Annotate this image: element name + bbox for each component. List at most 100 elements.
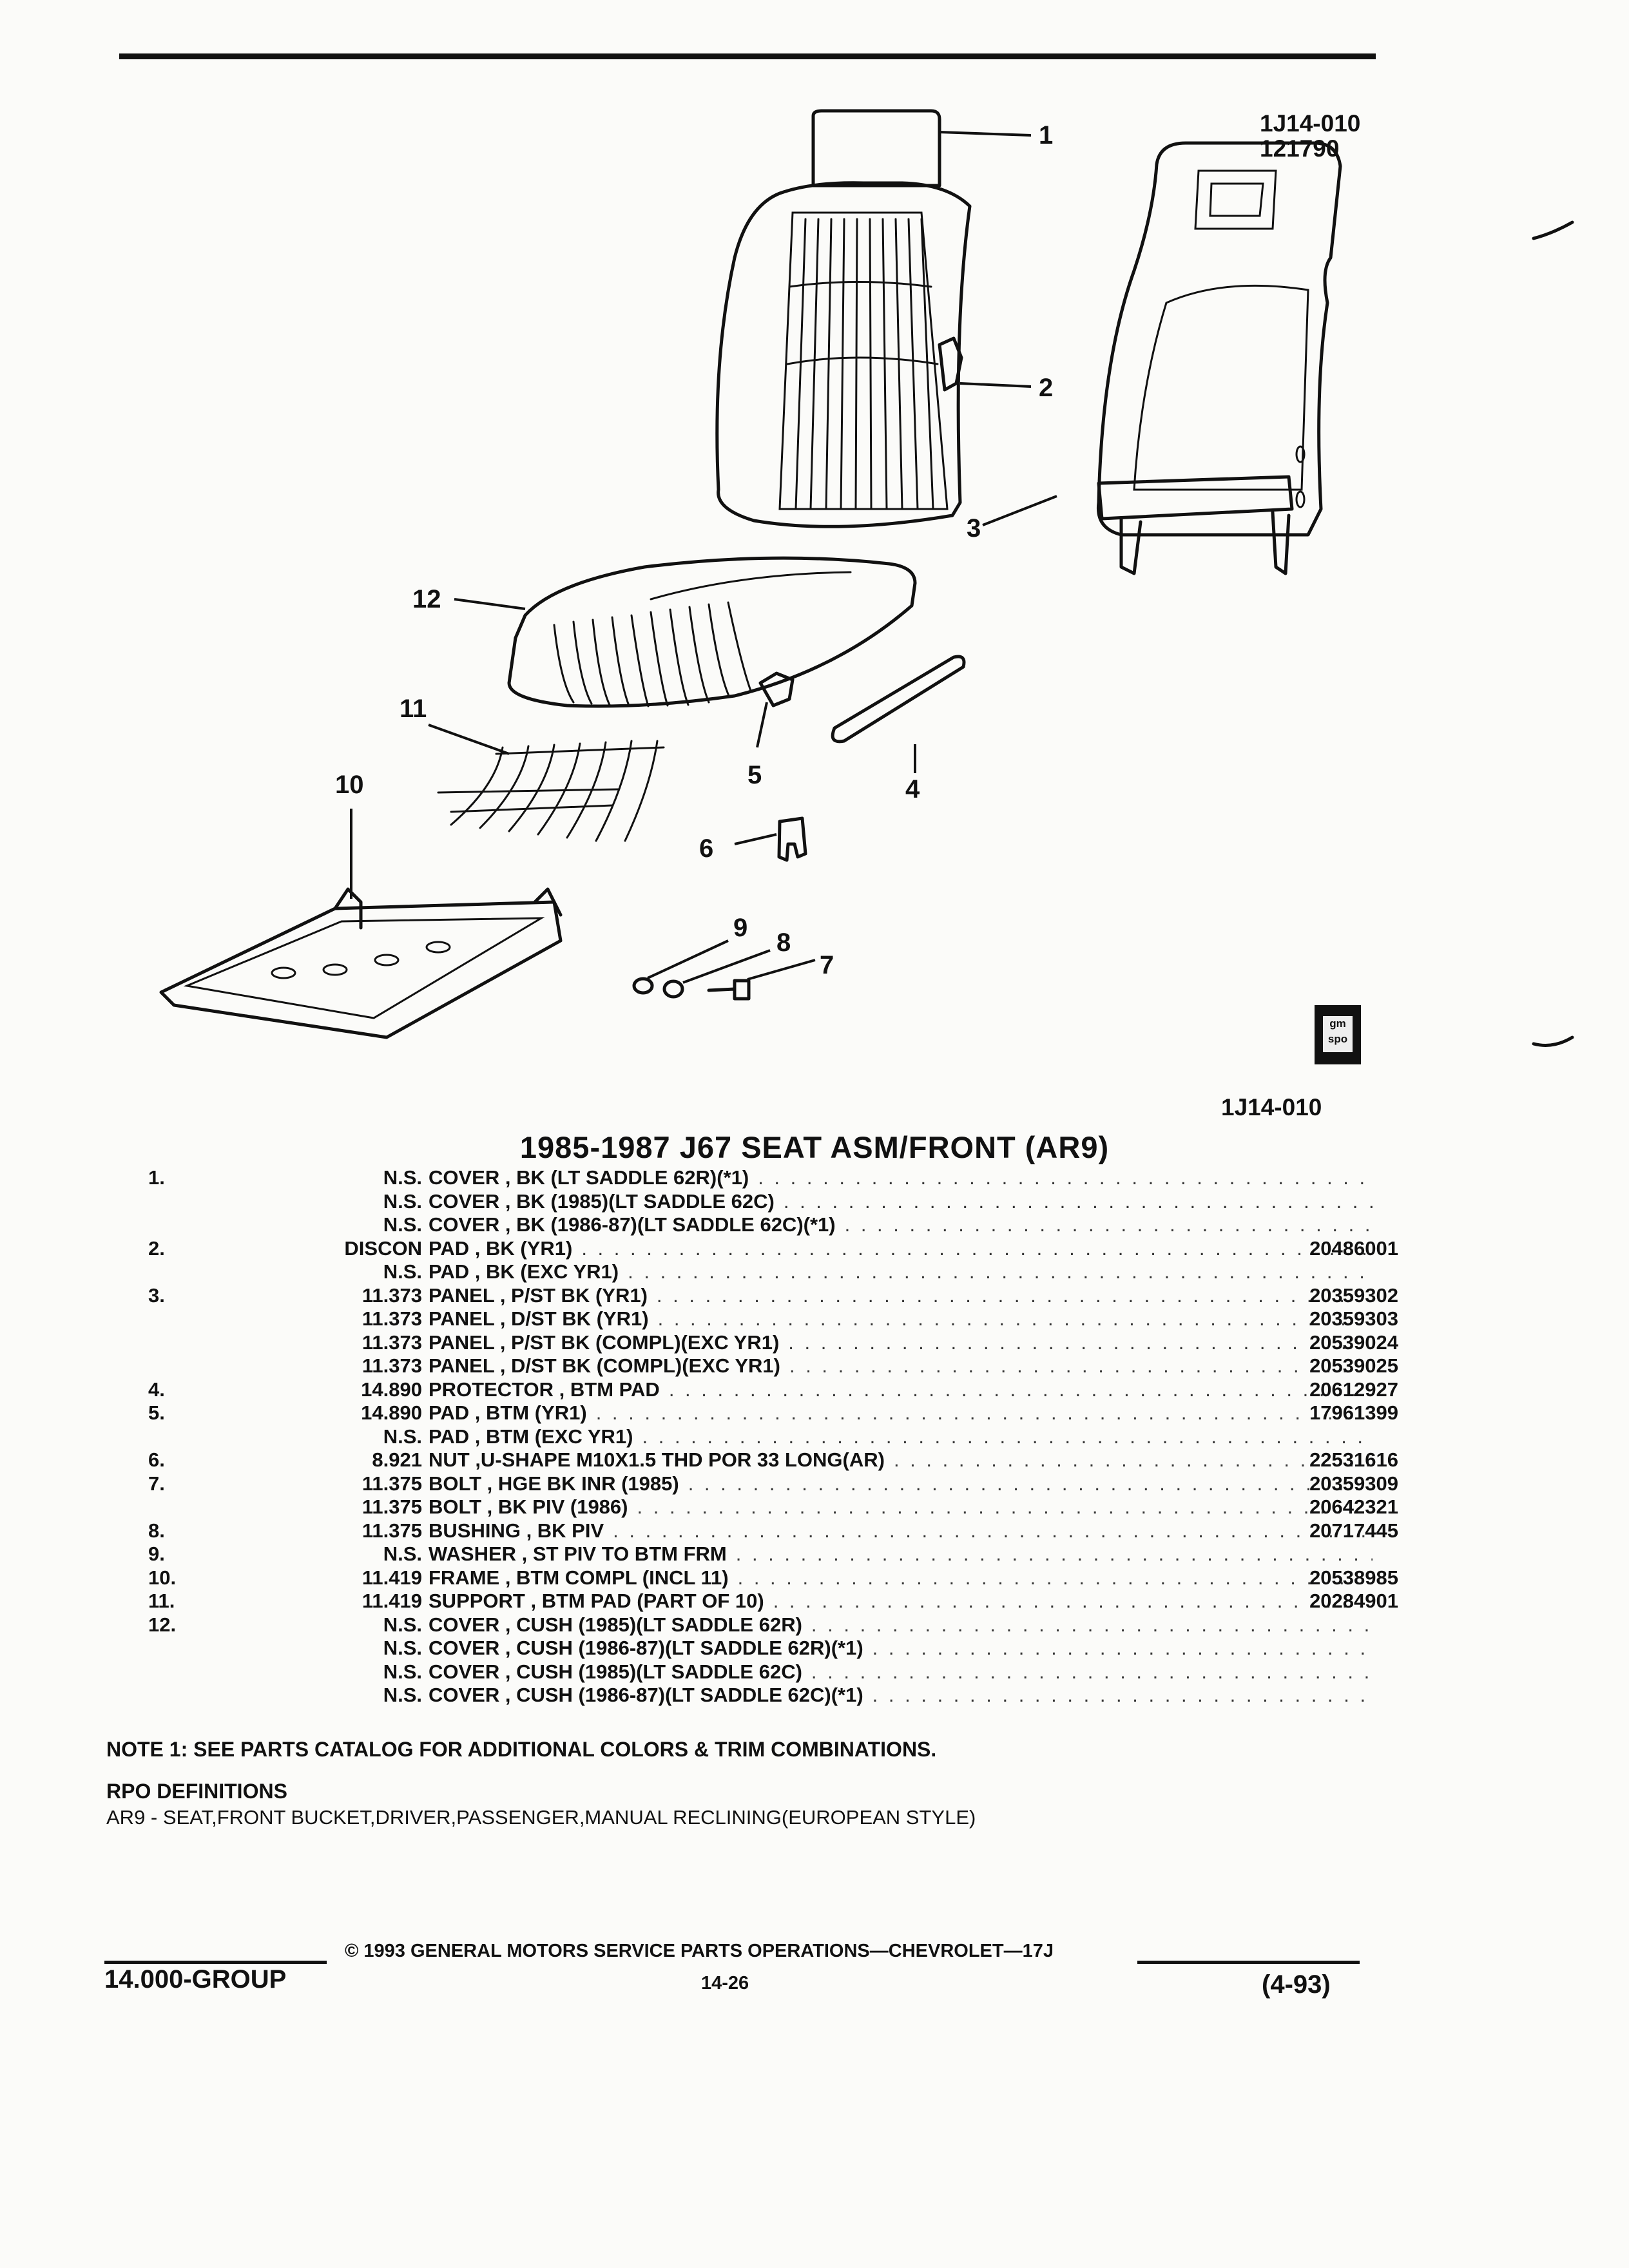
item-description: WASHER , ST PIV TO BTM FRM xyxy=(429,1542,727,1565)
group-number: 11.373 xyxy=(361,1283,422,1307)
item-index: 5. xyxy=(148,1401,165,1424)
item-description: FRAME , BTM COMPL (INCL 11) xyxy=(429,1566,729,1589)
item-description: COVER , CUSH (1985)(LT SADDLE 62R) xyxy=(429,1613,802,1636)
parts-row: N.S.COVER , CUSH (1986-87)(LT SADDLE 62C… xyxy=(148,1684,1392,1707)
group-number: N.S. xyxy=(383,1613,422,1636)
back-panel-drawing xyxy=(1096,141,1342,575)
leader-dots: . . . . . . . . . . . . . . . . . . . . … xyxy=(637,1495,1373,1518)
item-description-cell: BOLT , HGE BK INR (1985) . . . . . . . .… xyxy=(429,1472,1373,1496)
footer-copyright: © 1993 GENERAL MOTORS SERVICE PARTS OPER… xyxy=(345,1941,1054,1961)
support-springs-drawing xyxy=(437,740,665,842)
callout-9: 9 xyxy=(733,914,748,942)
item-description-cell: WASHER , ST PIV TO BTM FRM . . . . . . .… xyxy=(429,1542,1373,1566)
item-index: 4. xyxy=(148,1378,165,1401)
group-number: N.S. xyxy=(383,1425,422,1448)
part-number: 20539025 xyxy=(1309,1354,1398,1377)
leader-dots: . . . . . . . . . . . . . . . . . . . . … xyxy=(668,1378,1373,1401)
parts-row: 12. N.S. COVER , CUSH (1985)(LT SADDLE 62R… xyxy=(148,1613,1392,1637)
leader-dots: . . . . . . . . . . . . . . . . . . . . … xyxy=(773,1590,1373,1612)
parts-row: N.S.COVER , BK (1986-87)(LT SADDLE 62C)(… xyxy=(148,1213,1392,1237)
leader-dots: . . . . . . . . . . . . . . . . . . . . … xyxy=(737,1566,1373,1589)
part-number: 20284901 xyxy=(1309,1590,1398,1612)
group-number: 11.375 xyxy=(361,1495,422,1518)
callout-1: 1 xyxy=(1039,121,1054,149)
callout-7: 7 xyxy=(820,951,834,979)
group-number: N.S. xyxy=(383,1166,422,1189)
callout-2: 2 xyxy=(1039,374,1054,402)
item-description-cell: PANEL , D/ST BK (COMPL)(EXC YR1) . . . .… xyxy=(429,1354,1373,1378)
item-description-cell: COVER , BK (1986-87)(LT SADDLE 62C)(*1) … xyxy=(429,1213,1373,1237)
item-index: 12. xyxy=(148,1613,177,1636)
item-index: 9. xyxy=(148,1542,165,1565)
group-number: N.S. xyxy=(383,1542,422,1565)
group-number: 11.419 xyxy=(361,1566,422,1589)
item-description: COVER , CUSH (1985)(LT SADDLE 62C) xyxy=(429,1660,802,1683)
leader-dots: . . . . . . . . . . . . . . . . . . . . … xyxy=(872,1637,1373,1659)
hardware-drawing xyxy=(632,977,751,1001)
top-rule xyxy=(119,53,1376,59)
item-description-cell: COVER , CUSH (1986-87)(LT SADDLE 62R)(*1… xyxy=(429,1637,1373,1660)
leader-dots: . . . . . . . . . . . . . . . . . . . . … xyxy=(613,1519,1373,1542)
footer-rule-left xyxy=(104,1961,327,1964)
part-number: 20538985 xyxy=(1309,1566,1398,1589)
figure-ref: 1J14-010 xyxy=(1221,1094,1322,1120)
part-number: 17961399 xyxy=(1309,1401,1398,1424)
footer-page: 14-26 xyxy=(701,1973,749,1994)
item-description: PAD , BTM (EXC YR1) xyxy=(429,1425,633,1448)
item-description-cell: PANEL , P/ST BK (COMPL)(EXC YR1) . . . .… xyxy=(429,1331,1373,1355)
item-description-cell: BOLT , BK PIV (1986) . . . . . . . . . .… xyxy=(429,1495,1373,1519)
item-description: COVER , BK (LT SADDLE 62R)(*1) xyxy=(429,1166,749,1189)
parts-row: N.S.PAD , BK (EXC YR1) . . . . . . . . .… xyxy=(148,1260,1392,1284)
parts-row: N.S.COVER , CUSH (1986-87)(LT SADDLE 62R… xyxy=(148,1637,1392,1660)
leader-dots: . . . . . . . . . . . . . . . . . . . . … xyxy=(844,1213,1373,1236)
item-description: PANEL , P/ST BK (COMPL)(EXC YR1) xyxy=(429,1331,780,1354)
group-number: 14.890 xyxy=(361,1378,422,1401)
leader-lines xyxy=(350,131,1057,984)
part-number: 20539024 xyxy=(1309,1331,1398,1354)
callout-10: 10 xyxy=(335,771,364,799)
item-description-cell: NUT ,U-SHAPE M10X1.5 THD POR 33 LONG(AR)… xyxy=(429,1448,1373,1472)
item-index: 7. xyxy=(148,1472,165,1495)
item-description-cell: PAD , BTM (YR1) . . . . . . . . . . . . … xyxy=(429,1401,1373,1425)
item-description: PAD , BK (YR1) xyxy=(429,1236,573,1260)
item-description-cell: COVER , BK (LT SADDLE 62R)(*1) . . . . .… xyxy=(429,1166,1373,1190)
part-number: 20642321 xyxy=(1309,1495,1398,1518)
item-description: PROTECTOR , BTM PAD xyxy=(429,1378,660,1401)
parts-row: 9. N.S. WASHER , ST PIV TO BTM FRM . . . .… xyxy=(148,1542,1392,1566)
item-description: PANEL , P/ST BK (YR1) xyxy=(429,1283,648,1307)
leader-dots: . . . . . . . . . . . . . . . . . . . . … xyxy=(656,1283,1373,1307)
parts-row: N.S.PAD , BTM (EXC YR1) . . . . . . . . … xyxy=(148,1425,1392,1449)
footer-date: (4-93) xyxy=(1262,1970,1331,1999)
rpo-definition: AR9 - SEAT,FRONT BUCKET,DRIVER,PASSENGER… xyxy=(106,1806,976,1829)
parts-list: 1. N.S. COVER , BK (LT SADDLE 62R)(*1) . .… xyxy=(148,1166,1398,1707)
item-index: 1. xyxy=(148,1166,165,1189)
leader-dots: . . . . . . . . . . . . . . . . . . . . … xyxy=(788,1331,1373,1354)
leader-dots: . . . . . . . . . . . . . . . . . . . . … xyxy=(688,1472,1373,1495)
group-number: N.S. xyxy=(383,1660,422,1683)
gm-spo-logo-icon: gm spo xyxy=(1315,1005,1361,1064)
footer-rule-right xyxy=(1137,1961,1360,1964)
part-number: 22531616 xyxy=(1309,1448,1398,1471)
callout-8: 8 xyxy=(776,928,791,957)
page-title: 1985-1987 J67 SEAT ASM/FRONT (AR9) xyxy=(519,1130,1110,1164)
leader-dots: . . . . . . . . . . . . . . . . . . . . … xyxy=(872,1684,1373,1706)
leader-dots: . . . . . . . . . . . . . . . . . . . . … xyxy=(783,1189,1373,1213)
callout-6: 6 xyxy=(699,834,714,863)
part-number: 20359309 xyxy=(1309,1472,1398,1495)
protector-drawing xyxy=(831,655,966,744)
group-number: 8.921 xyxy=(372,1448,422,1471)
parts-row: 1. N.S. COVER , BK (LT SADDLE 62R)(*1) . .… xyxy=(148,1166,1392,1190)
parts-row: 11.375 BOLT , BK PIV (1986) . . . . . . .… xyxy=(148,1495,1398,1519)
parts-row: 4. 14.890 PROTECTOR , BTM PAD . . . . . . … xyxy=(148,1378,1398,1402)
item-description-cell: PROTECTOR , BTM PAD . . . . . . . . . . … xyxy=(429,1378,1373,1402)
item-description: BOLT , HGE BK INR (1985) xyxy=(429,1472,679,1495)
trim-note: NOTE 1: SEE PARTS CATALOG FOR ADDITIONAL… xyxy=(106,1738,937,1761)
leader-dots: . . . . . . . . . . . . . . . . . . . . … xyxy=(735,1542,1373,1565)
part-number: 20359302 xyxy=(1309,1283,1398,1307)
leader-dots: . . . . . . . . . . . . . . . . . . . . … xyxy=(758,1166,1373,1189)
item-description: NUT ,U-SHAPE M10X1.5 THD POR 33 LONG(AR) xyxy=(429,1448,885,1471)
callout-3: 3 xyxy=(967,514,981,543)
item-description-cell: BUSHING , BK PIV . . . . . . . . . . . .… xyxy=(429,1519,1373,1543)
group-number: 14.890 xyxy=(361,1401,422,1424)
